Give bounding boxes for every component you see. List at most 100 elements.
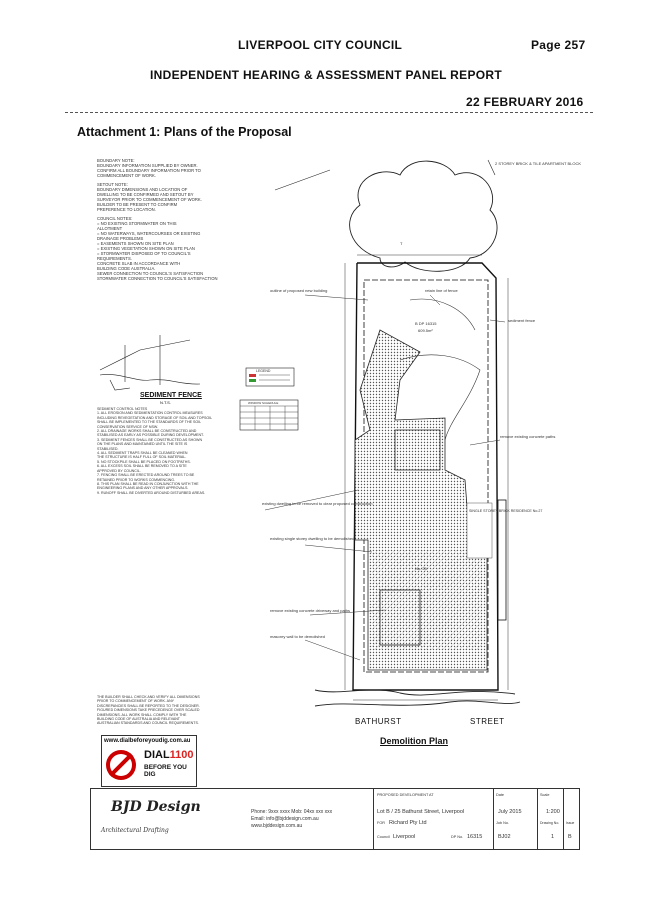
note-line: 3. SEDIMENT FENCES SHALL BE CONSTRUCTED … bbox=[97, 437, 203, 442]
report-date: 22 FEBRUARY 2016 bbox=[466, 95, 584, 109]
note-line: BOUNDARY NOTE: bbox=[97, 158, 135, 163]
label-residence: SINGLE STOREY BRICK RESIDENCE No.27 bbox=[469, 509, 542, 513]
note-line: SHALL BE IMPLEMENTED TO THE STANDARDS OF… bbox=[97, 420, 202, 425]
note-line: CONSERVATION SERVICE OF NSW. bbox=[97, 424, 159, 429]
title-divider bbox=[493, 789, 494, 849]
note-line: RETAINED PRIOR TO WORKS COMMENCING. bbox=[97, 477, 176, 482]
dp-label: DP No. bbox=[451, 835, 464, 839]
street-name-right: STREET bbox=[470, 717, 505, 726]
note-line: DRAINAGE PROBLEMS bbox=[97, 236, 144, 241]
note-line: SEWER CONNECTION TO COUNCIL'S SATISFACTI… bbox=[97, 271, 204, 276]
label-sediment-fence: sediment fence bbox=[508, 318, 536, 323]
lawn-edge bbox=[409, 298, 476, 331]
room-outline bbox=[394, 429, 441, 471]
legend-swatch-green bbox=[249, 379, 256, 382]
no-dig-icon bbox=[106, 750, 136, 780]
label-neighbour: 2 STOREY BRICK & TILE APARTMENT BLOCK bbox=[495, 161, 581, 166]
note-line: THE STRUCTURE IS HALF FULL OF SOIL MATER… bbox=[97, 455, 187, 460]
note-line: 2. ALL DRAINAGE WORKS SHALL BE CONSTRUCT… bbox=[97, 429, 197, 434]
page-number: Page 257 bbox=[531, 38, 586, 52]
sediment-fence-title: SEDIMENT FENCE bbox=[140, 392, 202, 399]
dp-number: 16315 bbox=[467, 834, 483, 840]
legend-box bbox=[245, 367, 295, 387]
leader-lines bbox=[264, 294, 506, 661]
job-label: Job No. bbox=[496, 821, 510, 825]
drawing-scale: 1:200 bbox=[546, 809, 560, 815]
label-area: 609.5m² bbox=[418, 328, 433, 333]
job-number: BJ02 bbox=[498, 834, 511, 840]
designer-tagline: Architectural Drafting bbox=[101, 827, 169, 834]
note-line: THE BUILDER SHALL CHECK AND VERIFY ALL D… bbox=[97, 695, 200, 699]
note-line: DISCREPANCIES SHALL BE REPORTED TO THE D… bbox=[97, 703, 200, 708]
note-line: BUILDING CODE OF AUSTRALIA AND RELEVANT bbox=[97, 717, 181, 722]
contact-line: Email: info@bjddesign.com.au bbox=[251, 816, 319, 822]
sheet-number: 1 bbox=[551, 834, 555, 840]
note-line: = NO WATERWAYS, WATERCOURSES OR EXISTING bbox=[97, 231, 201, 236]
note-line: 8. THIS PLAN SHALL BE READ IN CONJUNCTIO… bbox=[97, 481, 199, 486]
street-edge bbox=[314, 689, 521, 707]
label-masonry-wall: masonry wall to be demolished bbox=[270, 634, 325, 639]
sediment-scale: N.T.S. bbox=[160, 400, 171, 405]
date-label: Date bbox=[496, 793, 505, 797]
label-remove-driveway: remove existing concrete driveway and pa… bbox=[270, 608, 350, 613]
tree-label: T bbox=[400, 241, 403, 246]
caution-notes: THE BUILDER SHALL CHECK AND VERIFY ALL D… bbox=[97, 695, 222, 726]
garage-outline bbox=[379, 589, 421, 646]
note-line: = NO EXISTING STORMWATER ON THIS bbox=[97, 221, 177, 226]
note-line: = EXISTING VEGETATION SHOWN ON SITE PLAN bbox=[97, 246, 195, 251]
note-line: REQUIREMENTS. bbox=[97, 256, 132, 261]
dbyd-before: BEFORE YOU DIG bbox=[144, 764, 187, 778]
existing-dwelling-hatch bbox=[372, 550, 482, 650]
note-line: 1. ALL EROSION AND SEDIMENTATION CONTROL… bbox=[97, 411, 203, 416]
label-outline-building: outline of proposed new building bbox=[270, 288, 327, 293]
contact-line: Phone: 9xxx xxxx Mob: 04xx xxx xxx bbox=[251, 809, 333, 815]
note-line: 9. RUNOFF SHALL BE DIVERTED AROUND DISTU… bbox=[97, 490, 206, 495]
note-line: 6. ALL EXCESS SOIL SHALL BE REMOVED TO A… bbox=[97, 464, 187, 469]
note-line: = EASEMENTS SHOWN ON SITE PLAN bbox=[97, 241, 174, 246]
schedule-table bbox=[239, 399, 299, 431]
title-divider bbox=[373, 789, 374, 849]
attachment-title: Attachment 1: Plans of the Proposal bbox=[77, 125, 292, 139]
label-single-storey: existing single storey dwelling to be de… bbox=[270, 536, 354, 541]
dial-before-you-dig-logo: www.dialbeforeyoudig.com.au DIAL1100 BEF… bbox=[101, 735, 197, 787]
note-line: = STORMWATER DISPOSED OF TO COUNCIL'S bbox=[97, 251, 191, 256]
issue-letter: B bbox=[568, 834, 572, 840]
dimension-lines bbox=[344, 254, 509, 701]
note-line: DWELLING TO BE CONFIRMED AND SETOUT BY bbox=[97, 192, 194, 197]
note-line: 5. NO STOCKPILE SHALL BE PLACED ON FOOTP… bbox=[97, 459, 191, 464]
note-line: SURVEYOR PRIOR TO COMMENCEMENT OF WORK. bbox=[97, 197, 202, 202]
neighbour-label-box bbox=[466, 502, 493, 559]
dbyd-number: 1100 bbox=[169, 749, 194, 761]
note-line: PREFERENCE TO LOCATION. bbox=[97, 207, 156, 212]
dbyd-dial-word: DIAL bbox=[144, 749, 170, 761]
plan-title: Demolition Plan bbox=[380, 736, 449, 746]
lawn-edge bbox=[399, 354, 481, 441]
note-line: BUILDER TO BE PRESENT TO CONFIRM bbox=[97, 202, 178, 207]
project-address: Lot B / 25 Bathurst Street, Liverpool bbox=[377, 809, 465, 815]
title-block: BJD Design Architectural Drafting Phone:… bbox=[90, 788, 580, 850]
note-line: CONCRETE SLAB IN ACCORDANCE WITH bbox=[97, 261, 181, 266]
note-line: CONFIRM ALL BOUNDARY INFORMATION PRIOR T… bbox=[97, 168, 201, 173]
drawing-date: July 2015 bbox=[498, 809, 522, 815]
dbyd-url: www.dialbeforeyoudig.com.au bbox=[104, 738, 191, 744]
note-line: BUILDING CODE AUSTRALIA. bbox=[97, 266, 156, 271]
client-name: Richard Pty Ltd bbox=[389, 820, 427, 826]
note-line: INCLUDING REVEGETATION AND STORAGE OF SO… bbox=[97, 415, 213, 420]
north-arrow bbox=[274, 159, 496, 191]
note-line: ALLOTMENT bbox=[97, 226, 123, 231]
project-label: PROPOSED DEVELOPMENT AT bbox=[377, 793, 434, 797]
note-line: BOUNDARY INFORMATION SUPPLIED BY OWNER. bbox=[97, 163, 198, 168]
council-heading: LIVERPOOL CITY COUNCIL bbox=[238, 38, 403, 52]
contact-line: www.bjddesign.com.au bbox=[251, 823, 303, 829]
sediment-notes: SEDIMENT CONTROL NOTES 1. ALL EROSION AN… bbox=[97, 407, 215, 495]
client-label: FOR bbox=[377, 821, 386, 825]
label-lot-no: No. 25 bbox=[415, 566, 428, 571]
note-line: ENGINEERING PLANS AND ANY OTHER APPROVAL… bbox=[97, 486, 189, 491]
scale-label: Scale bbox=[540, 793, 550, 797]
street-name-left: BATHURST bbox=[355, 717, 402, 726]
note-line: STABILISED. bbox=[97, 446, 119, 451]
note-line: SEDIMENT CONTROL NOTES bbox=[97, 407, 148, 411]
label-lot: B DP 16315 bbox=[415, 321, 437, 326]
note-line: COUNCIL NOTES: bbox=[97, 216, 133, 221]
